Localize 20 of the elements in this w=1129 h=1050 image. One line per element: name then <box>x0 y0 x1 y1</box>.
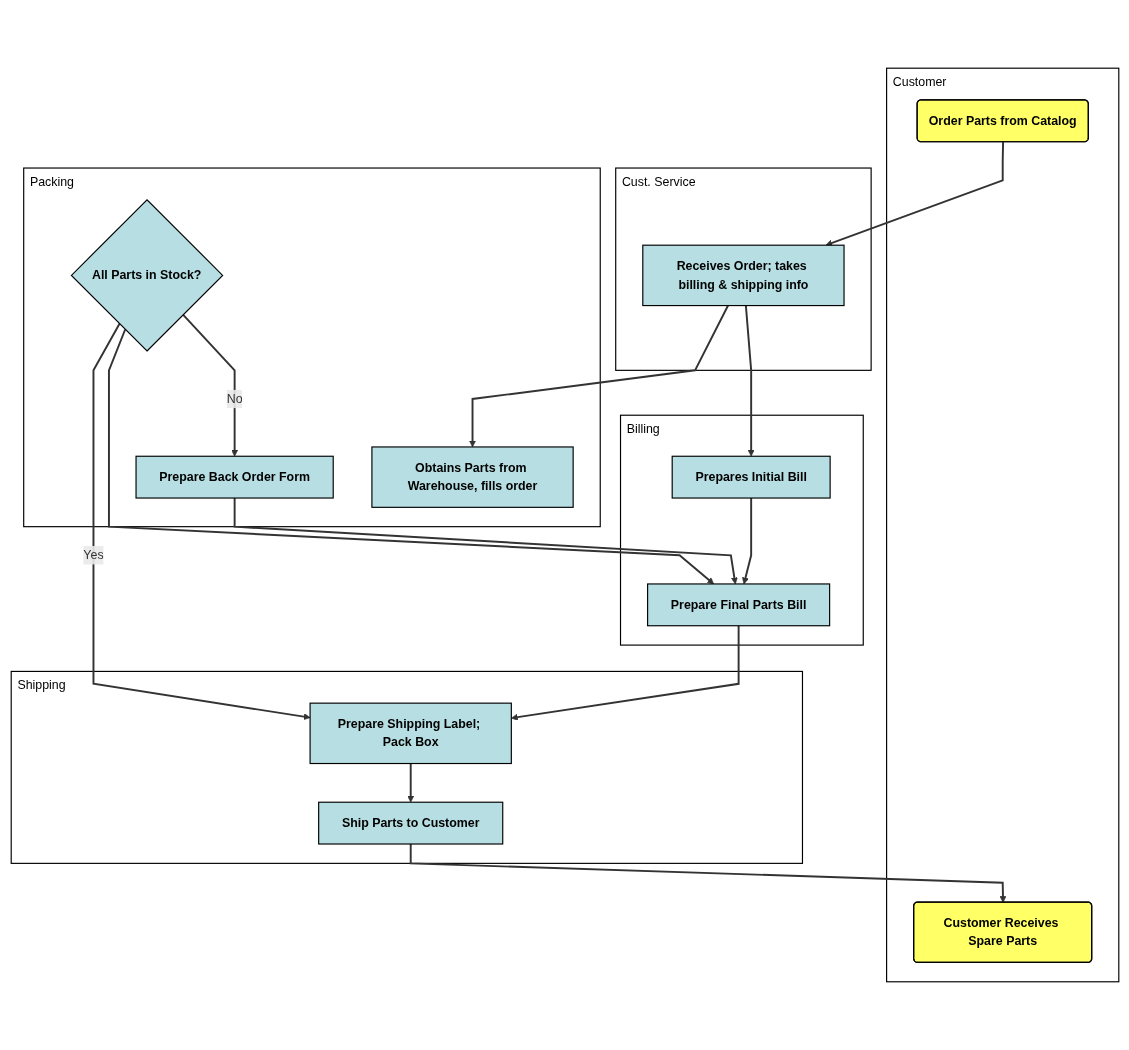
arrow <box>409 843 1006 903</box>
node-box: Prepare Final Parts Bill <box>646 583 830 627</box>
node-box: Prepare Shipping Label; Pack Box <box>309 702 512 765</box>
edge-label: Yes <box>82 548 104 562</box>
node-diamond: All Parts in Stock? <box>70 198 223 352</box>
arrow <box>468 304 729 448</box>
edge-label: No <box>226 392 243 406</box>
node-box: Obtains Parts from Warehouse, fills order <box>370 446 574 508</box>
arrow <box>406 762 414 803</box>
node-box: Ship Parts to Customer <box>317 801 503 845</box>
arrow <box>741 497 752 585</box>
arrow <box>510 624 740 721</box>
arrow <box>233 497 738 585</box>
arrow <box>107 328 714 585</box>
arrow <box>825 141 1004 247</box>
node-box: Receives Order; takes billing & shipping info <box>641 244 845 307</box>
node-box: Prepares Initial Bill <box>671 455 831 499</box>
node-box: Prepare Back Order Form <box>134 455 334 499</box>
arrow <box>744 304 755 457</box>
arrow <box>181 313 238 457</box>
